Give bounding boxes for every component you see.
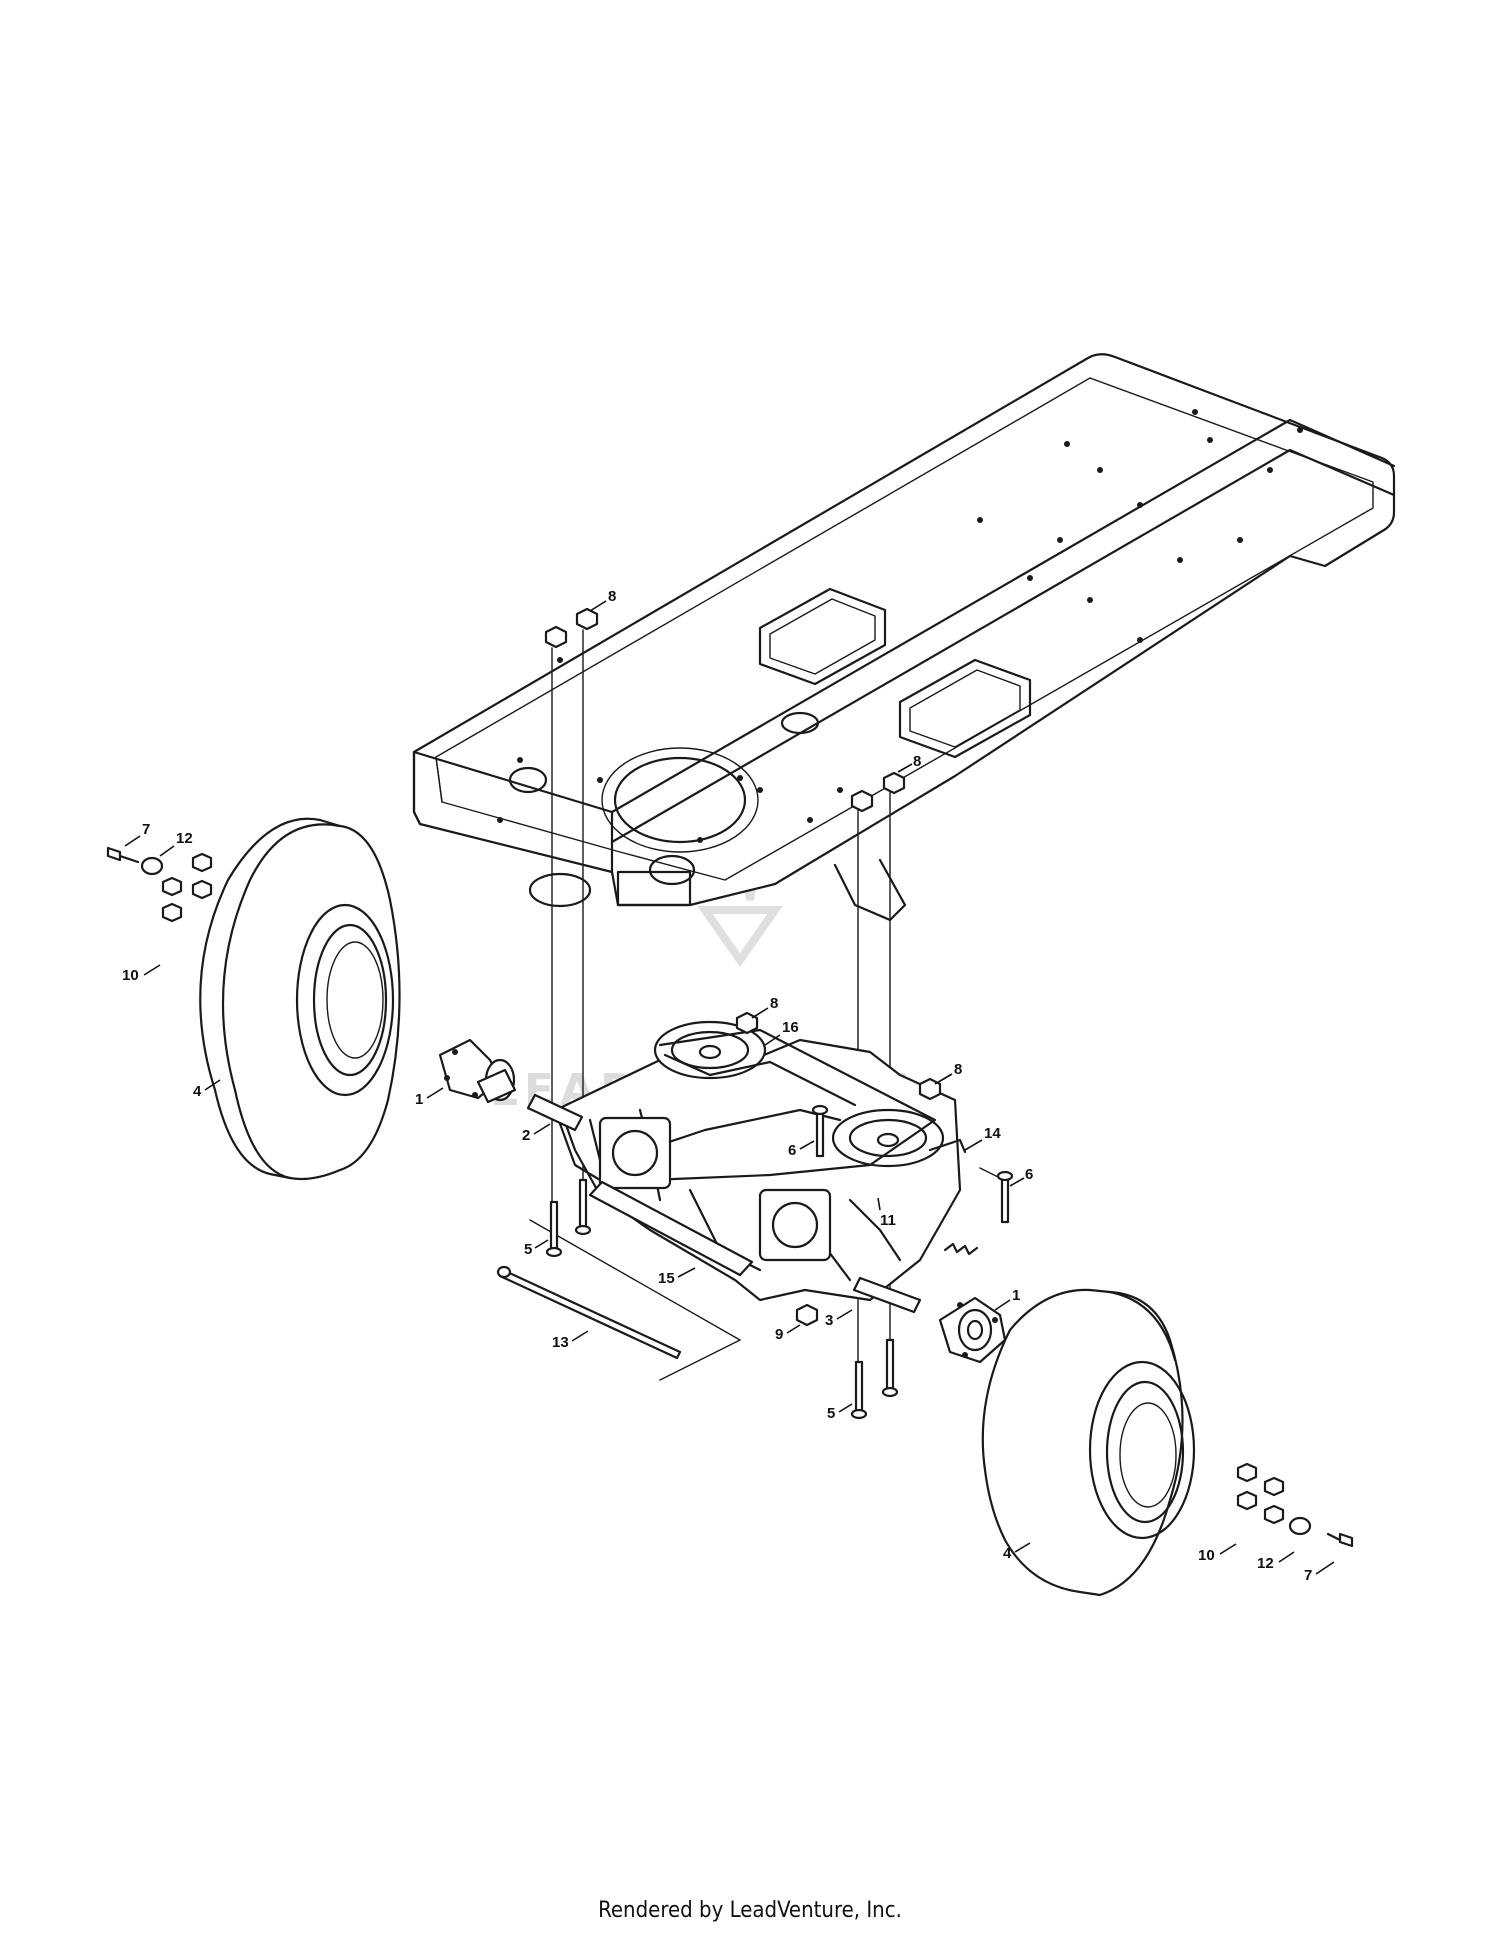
callout-label: 10 bbox=[122, 967, 139, 984]
callout-10-a: 10 bbox=[122, 964, 161, 984]
callout-7-b: 7 bbox=[1304, 1561, 1335, 1584]
callout-6-a: 6 bbox=[788, 1140, 815, 1159]
callout-label: 8 bbox=[954, 1061, 962, 1078]
transaxle-assembly bbox=[526, 1020, 979, 1314]
hub-right bbox=[938, 1296, 1007, 1364]
callout-label: 6 bbox=[788, 1142, 796, 1159]
callout-5-a: 5 bbox=[524, 1239, 549, 1258]
callout-7-a: 7 bbox=[124, 821, 150, 847]
wheel-right bbox=[981, 1288, 1196, 1597]
callout-label: 16 bbox=[782, 1019, 799, 1036]
callout-label: 8 bbox=[608, 588, 616, 605]
callout-6-b: 6 bbox=[1009, 1166, 1033, 1187]
callout-11: 11 bbox=[877, 1197, 896, 1229]
callout-label: 2 bbox=[522, 1127, 530, 1144]
callout-label: 3 bbox=[825, 1312, 833, 1329]
callout-15: 15 bbox=[658, 1267, 696, 1287]
callout-8-a: 8 bbox=[589, 588, 616, 612]
callout-label: 10 bbox=[1198, 1547, 1215, 1564]
callout-label: 5 bbox=[524, 1241, 532, 1258]
callout-9: 9 bbox=[775, 1324, 801, 1343]
callout-label: 7 bbox=[1304, 1567, 1312, 1584]
callout-1-b: 1 bbox=[994, 1287, 1020, 1311]
footer-credit: Rendered by LeadVenture, Inc. bbox=[598, 1898, 902, 1923]
chassis-frame bbox=[412, 353, 1396, 922]
callout-14: 14 bbox=[964, 1125, 1001, 1151]
callout-label: 13 bbox=[552, 1334, 569, 1351]
callout-label: 6 bbox=[1025, 1166, 1033, 1183]
callout-label: 1 bbox=[415, 1091, 423, 1108]
callout-label: 1 bbox=[1012, 1287, 1020, 1304]
hub-left bbox=[438, 1038, 517, 1104]
callout-label: 14 bbox=[984, 1125, 1001, 1142]
nut-8-b bbox=[575, 607, 599, 631]
nut-8-a bbox=[544, 625, 568, 649]
callout-label: 8 bbox=[913, 753, 921, 770]
callout-label: 4 bbox=[193, 1083, 202, 1100]
callout-12-a: 12 bbox=[159, 830, 193, 857]
callout-label: 11 bbox=[880, 1212, 896, 1229]
callout-4-a: 4 bbox=[193, 1079, 221, 1100]
callout-label: 7 bbox=[142, 821, 150, 838]
callout-8-d: 8 bbox=[934, 1061, 962, 1085]
callout-label: 9 bbox=[775, 1326, 783, 1343]
callout-label: 4 bbox=[1003, 1545, 1012, 1562]
callout-13: 13 bbox=[552, 1330, 589, 1351]
callout-8-b: 8 bbox=[897, 753, 921, 773]
callout-16: 16 bbox=[764, 1019, 799, 1046]
callout-1-a: 1 bbox=[415, 1087, 444, 1108]
callout-2: 2 bbox=[522, 1123, 551, 1144]
nut-8-d bbox=[882, 771, 906, 795]
wheel-left bbox=[199, 817, 401, 1181]
callout-label: 15 bbox=[658, 1270, 675, 1287]
callout-8-c: 8 bbox=[751, 995, 778, 1019]
callout-10-b: 10 bbox=[1198, 1543, 1237, 1564]
callout-label: 12 bbox=[176, 830, 193, 847]
callout-label: 5 bbox=[827, 1405, 835, 1422]
callouts: 8 8 8 8 7 12 10 4 1 2 16 6 14 6 11 5 15 … bbox=[122, 588, 1335, 1584]
callout-3: 3 bbox=[825, 1309, 853, 1329]
nut-8-c bbox=[850, 789, 874, 813]
callout-label: 12 bbox=[1257, 1555, 1274, 1572]
callout-5-b: 5 bbox=[827, 1403, 853, 1422]
callout-4-b: 4 bbox=[1003, 1542, 1031, 1562]
callout-label: 8 bbox=[770, 995, 778, 1012]
callout-12-b: 12 bbox=[1257, 1551, 1295, 1572]
